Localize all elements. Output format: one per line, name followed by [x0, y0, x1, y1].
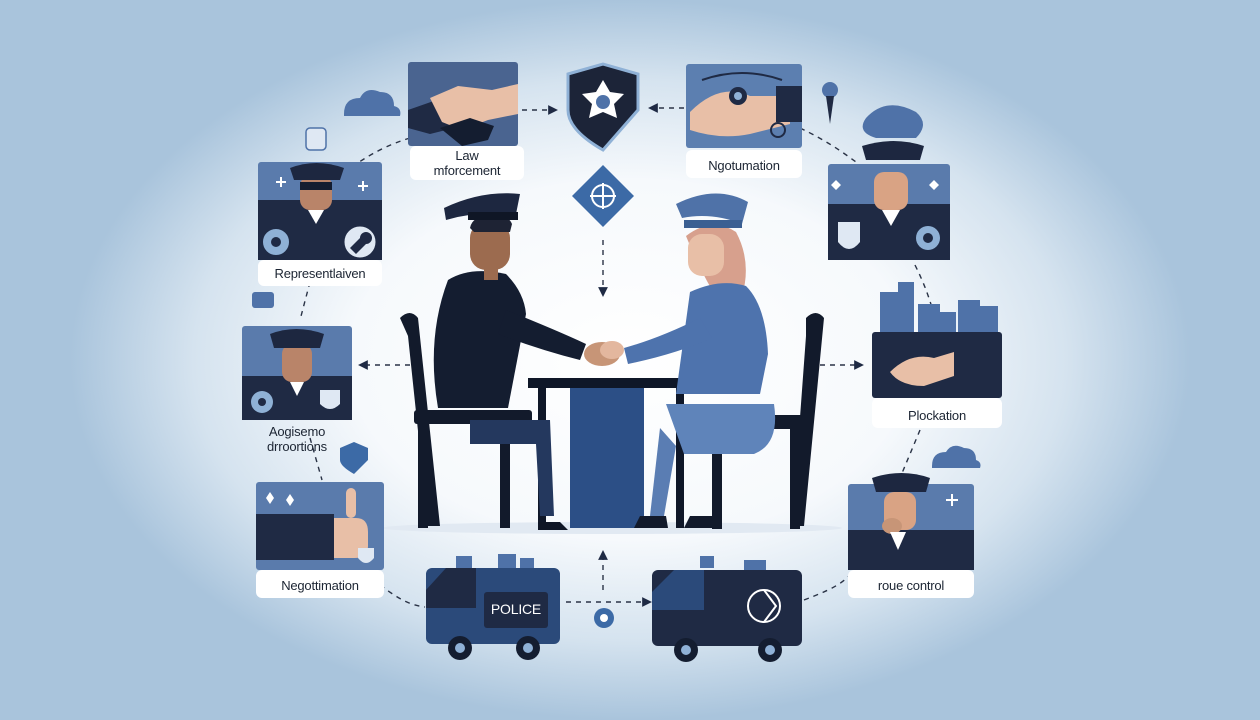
- agreement-line-1: Aogisemo: [268, 424, 326, 439]
- cycle-arc-top-right: [799, 127, 861, 166]
- officer-card-right-bottom: [848, 473, 974, 570]
- police-van-label: POLICE: [490, 601, 542, 617]
- male-officer-figure: [433, 193, 586, 530]
- compass-diamond-icon: [572, 165, 634, 227]
- officer-card-right-top: [828, 105, 950, 260]
- handshake-panel: [408, 62, 518, 146]
- law-label: Law: [455, 148, 479, 163]
- route-control-label: roue control: [877, 578, 945, 593]
- law-enforcement-card: [410, 146, 524, 180]
- negotiation-bottom-card: [256, 570, 384, 598]
- police-van-icon: [426, 554, 560, 660]
- enforcement-label: mforcement: [433, 163, 501, 178]
- cycle-arc-top-left: [334, 137, 411, 179]
- female-officer-figure: [624, 193, 776, 528]
- police-badge-shield-icon: [566, 62, 640, 152]
- blockade-label: Plockation: [908, 408, 966, 423]
- central-negotiation-scene: [382, 193, 842, 534]
- key-exchange-panel: [686, 64, 802, 148]
- officer-card-left-middle: [242, 326, 352, 420]
- agreement-label: Aogisemo drroortions: [236, 424, 358, 454]
- representative-card: [258, 260, 382, 286]
- negotiation-top-label: Ngotumation: [708, 158, 780, 173]
- negotiation-top-card: [686, 150, 802, 178]
- law-enforcement-label: Law mforcement: [410, 148, 524, 178]
- blockade-panel: [872, 282, 1002, 398]
- cycle-arc-bottom-right: [803, 574, 851, 601]
- representative-label: Representlaiven: [274, 266, 366, 281]
- cycle-arc-left-1: [299, 281, 311, 321]
- cloud-icon: [344, 90, 981, 468]
- gear-icon: [594, 608, 614, 628]
- route-control-card: [848, 570, 974, 598]
- cycle-arc-right-2: [899, 429, 921, 479]
- small-shield-icon: [340, 442, 368, 474]
- negotiation-bottom-label: Negottimation: [281, 578, 359, 593]
- cycle-arc-bottom-left: [379, 584, 426, 608]
- police-van-icon-right: [652, 556, 802, 662]
- cycle-arc-left-2: [309, 437, 323, 481]
- thumbs-up-card: [256, 482, 384, 570]
- handshake-center: [584, 341, 624, 366]
- location-pin-icon: [822, 82, 838, 124]
- agreement-line-2: drroortions: [267, 439, 327, 454]
- lock-icon: [252, 127, 327, 308]
- city-skyline-icon: [880, 282, 998, 334]
- blockade-card: [872, 398, 1002, 428]
- officer-card-left-top: [258, 162, 382, 261]
